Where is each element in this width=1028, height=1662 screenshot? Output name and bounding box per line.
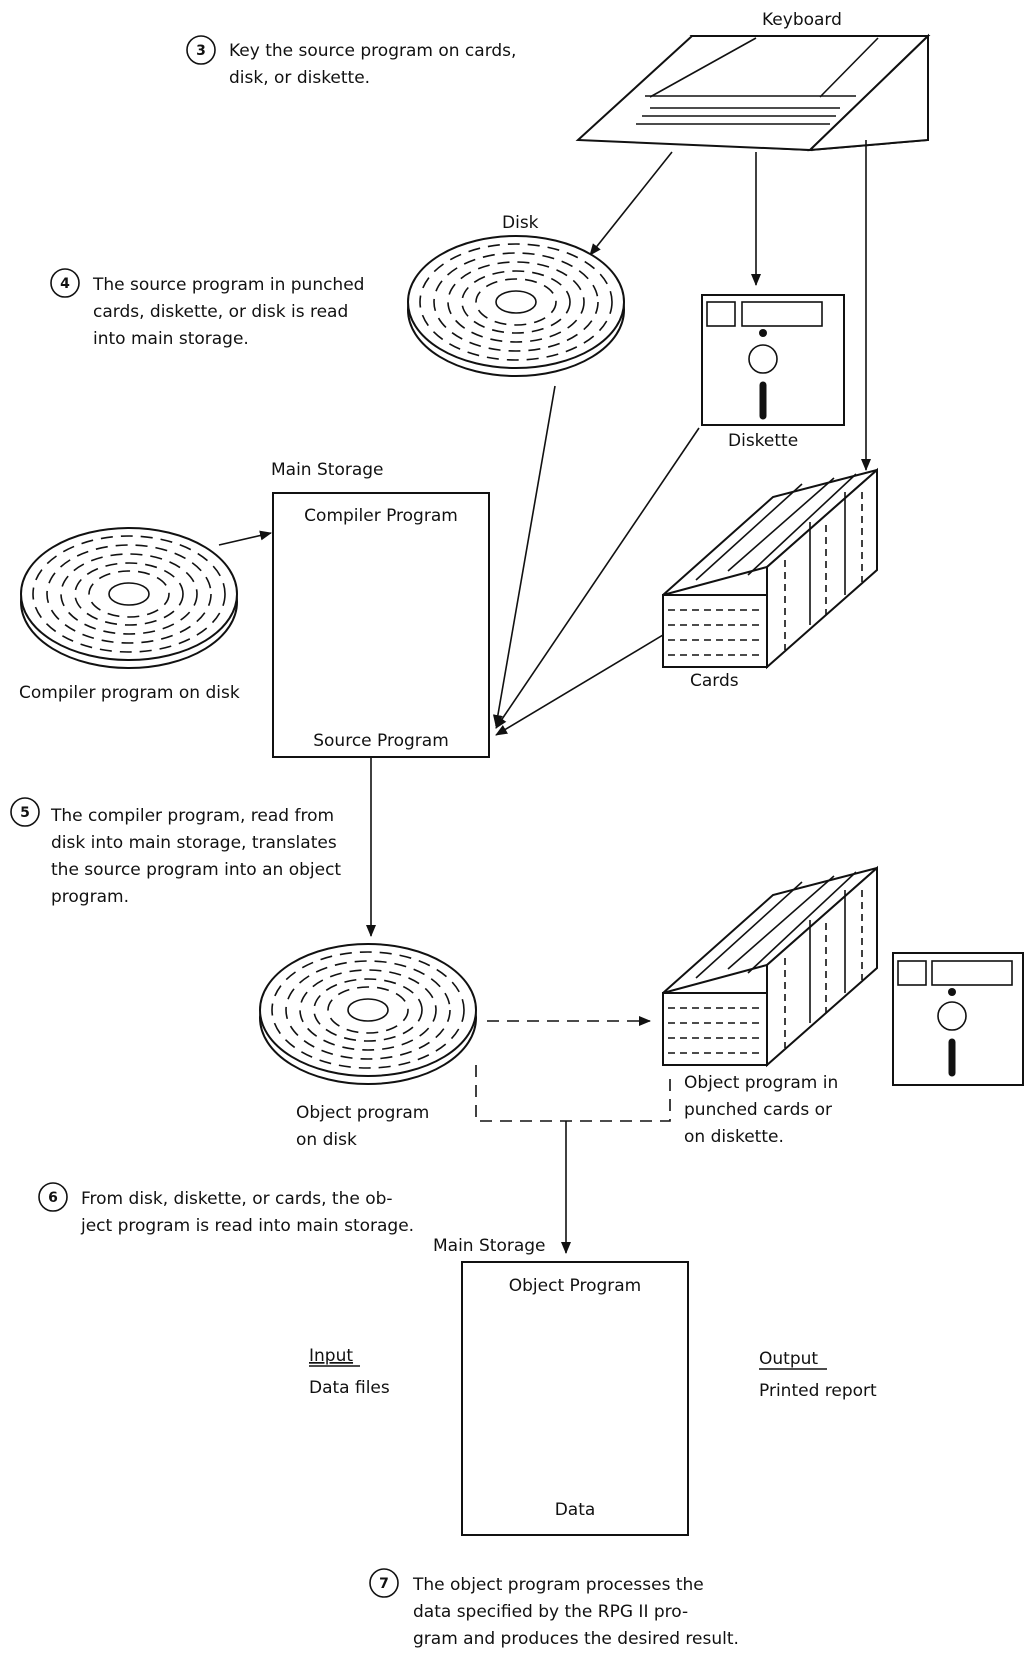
step-7-badge [369, 1568, 399, 1598]
step-3-text-line-1: Key the source program on cards, [229, 41, 516, 61]
step-3-badge [186, 35, 216, 65]
compiler-disk-icon [20, 527, 238, 669]
step-6-text-line-2: ject program is read into main storage. [80, 1216, 414, 1236]
step-3: 3 Key the source program on cards, disk,… [186, 35, 516, 88]
arrow-cards-to-source [495, 634, 664, 736]
step-5-text-line-1: The compiler program, read from [50, 806, 334, 826]
step-5-badge [10, 797, 40, 827]
arrow-keyboard-to-disk [589, 151, 673, 256]
object-output-connector [475, 1065, 671, 1122]
output-text: Printed report [759, 1381, 877, 1401]
step-4: 4 The source program in punched cards, d… [50, 268, 364, 349]
object-in-cards-label-line-1: Object program in [684, 1073, 838, 1093]
step-6-number: 6 [48, 1190, 58, 1206]
step-3-text-line-2: disk, or diskette. [229, 68, 370, 88]
object-diskette-icon [892, 952, 1024, 1086]
step-4-number: 4 [60, 276, 70, 292]
step-4-text-line-2: cards, diskette, or disk is read [93, 302, 348, 322]
step-5-text-line-2: disk into main storage, translates [51, 833, 337, 853]
step-7-number: 7 [379, 1576, 389, 1592]
step-7: 7 The object program processes the data … [369, 1568, 739, 1649]
step-5-text-line-4: program. [51, 887, 129, 907]
cards-icon [662, 467, 878, 670]
object-in-cards-label-line-2: punched cards or [684, 1100, 832, 1120]
object-disk-icon [259, 943, 477, 1085]
input-heading: Input [309, 1346, 353, 1366]
keyboard-icon: Keyboard [575, 10, 931, 152]
main-storage-2-box [461, 1261, 689, 1536]
step-5: 5 The compiler program, read from disk i… [10, 797, 341, 907]
step-6-text-line-1: From disk, diskette, or cards, the ob- [81, 1189, 393, 1209]
step-4-badge [50, 268, 80, 298]
object-cards-icon [662, 865, 878, 1068]
step-7-text-line-1: The object program processes the [412, 1575, 704, 1595]
step-6: 6 From disk, diskette, or cards, the ob-… [38, 1182, 414, 1236]
main-storage-1-box [272, 492, 490, 758]
object-in-cards-label-line-3: on diskette. [684, 1127, 784, 1147]
cards-label: Cards [690, 671, 739, 691]
step-5-text-line-3: the source program into an object [51, 860, 341, 880]
arrow-compiler-disk-to-storage [218, 530, 272, 546]
keyboard-label: Keyboard [762, 10, 842, 30]
disk-icon [407, 235, 625, 377]
disk-label: Disk [502, 213, 539, 233]
step-5-number: 5 [20, 805, 30, 821]
arrow-disk-to-source [492, 385, 556, 727]
step-6-badge [38, 1182, 68, 1212]
source-program-label: Source Program [313, 731, 449, 751]
data-label: Data [555, 1500, 596, 1520]
step-4-text-line-3: into main storage. [93, 329, 249, 349]
main-storage-2-label: Main Storage [433, 1236, 546, 1256]
step-7-text-line-3: gram and produces the desired result. [413, 1629, 739, 1649]
arrow-diskette-to-source [495, 427, 700, 729]
input-text: Data files [309, 1378, 390, 1398]
main-storage-1-label: Main Storage [271, 460, 384, 480]
object-on-disk-label-line-1: Object program [296, 1103, 429, 1123]
object-on-disk-label-line-2: on disk [296, 1130, 357, 1150]
compiler-on-disk-label: Compiler program on disk [19, 683, 240, 703]
diskette-label: Diskette [728, 431, 798, 451]
diskette-icon [701, 294, 845, 426]
step-3-number: 3 [196, 43, 206, 59]
object-program-label: Object Program [509, 1276, 642, 1296]
step-4-text-line-1: The source program in punched [92, 275, 364, 295]
output-heading: Output [759, 1349, 818, 1369]
step-7-text-line-2: data specified by the RPG II pro- [413, 1602, 688, 1622]
compiler-program-label: Compiler Program [304, 506, 458, 526]
